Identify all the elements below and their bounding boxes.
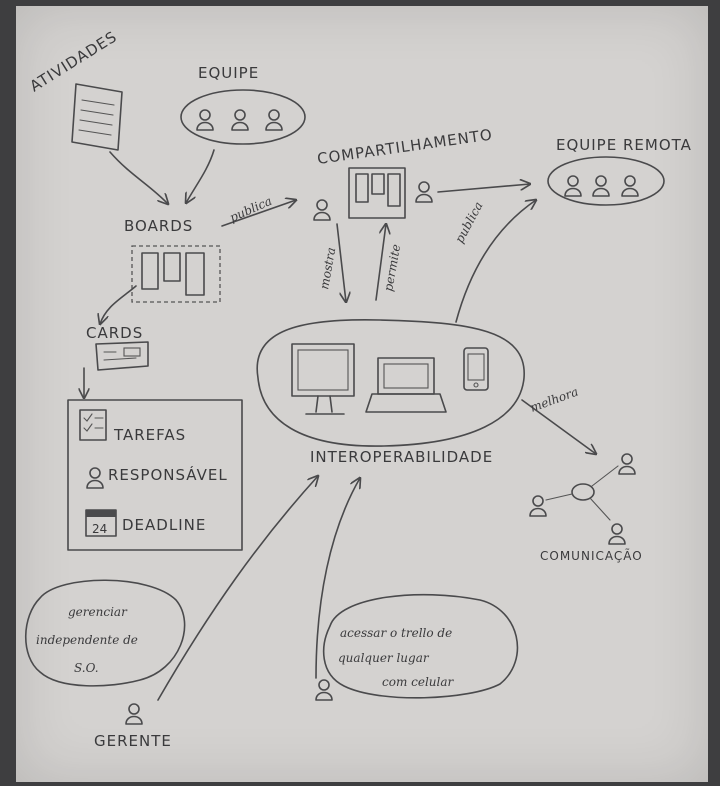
boards-label: BOARDS: [124, 217, 193, 235]
arrow-interop-remote: [455, 200, 536, 323]
gerente-speech-bubble: [24, 579, 186, 687]
equipe-label: EQUIPE: [198, 64, 259, 82]
arrow-equipe-boards: [186, 149, 215, 203]
board-icon: [131, 245, 221, 303]
card-icon: [95, 341, 149, 371]
compartilhamento-label: COMPARTILHAMENTO: [316, 126, 494, 168]
arrow-share-remote: [437, 184, 530, 193]
deadline-label: DEADLINE: [122, 516, 206, 534]
user-speech-line-3: com celular: [382, 675, 455, 689]
user-speech-line-2: qualquer lugar: [338, 651, 430, 665]
equipe-remota-group-icon: [547, 156, 665, 206]
phone-icon: [463, 347, 489, 391]
responsavel-label: RESPONSÁVEL: [108, 465, 228, 484]
monitor-icon: [291, 343, 355, 415]
devices-bubble: [256, 318, 525, 447]
arrow-interop-comm: [521, 399, 596, 454]
arrow-user-interop: [315, 478, 360, 679]
edge-label-permite: permite: [381, 243, 403, 292]
gerente-label: GERENTE: [94, 732, 172, 750]
arrow-mostra: [336, 223, 346, 302]
cards-label: CARDS: [86, 324, 143, 342]
edge-label-publica-1: publica: [228, 194, 274, 225]
arrow-boards-share: [221, 200, 296, 227]
gerente-speech-line-3: S.O.: [74, 661, 99, 675]
atividades-label: ATIVIDADES: [27, 27, 121, 95]
gerente-person-icon: [125, 703, 143, 725]
edge-label-publica-2: publica: [452, 199, 485, 245]
responsavel-person-icon: [86, 467, 104, 489]
devices-group: [256, 318, 525, 447]
edge-label-melhora: melhora: [528, 385, 580, 415]
equipe-remota-label: EQUIPE REMOTA: [556, 136, 692, 154]
gerente-speech-line-1: gerenciar: [68, 605, 128, 619]
document-icon: [71, 83, 123, 151]
user-speech-line-1: acessar o trello de: [340, 626, 452, 640]
arrow-permite: [375, 224, 386, 301]
arrow-boards-cards: [100, 285, 137, 324]
arrow-atividades-boards: [109, 151, 168, 204]
share-person-right-icon: [415, 181, 433, 203]
card-details-box: [67, 399, 243, 551]
arrow-gerente-interop: [157, 476, 318, 701]
user-speech-bubble: [323, 593, 519, 699]
comunicacao-label: COMUNICAÇÃO: [540, 548, 643, 563]
gerente-speech-line-2: independente de: [36, 633, 138, 647]
communication-network-icon: [529, 453, 636, 545]
share-person-left-icon: [313, 199, 331, 221]
paper-sheet: [16, 6, 708, 782]
interoperabilidade-label: INTEROPERABILIDADE: [310, 448, 493, 466]
calendar-day: 24: [92, 522, 107, 536]
user-person-icon: [315, 679, 333, 701]
laptop-icon: [365, 357, 447, 413]
tarefas-label: TAREFAS: [113, 426, 186, 444]
edge-label-mostra: mostra: [317, 246, 338, 290]
equipe-group-icon: [180, 89, 306, 145]
checklist-icon: [79, 409, 107, 441]
share-board-icon: [348, 167, 406, 219]
calendar-icon: 24: [85, 509, 117, 537]
